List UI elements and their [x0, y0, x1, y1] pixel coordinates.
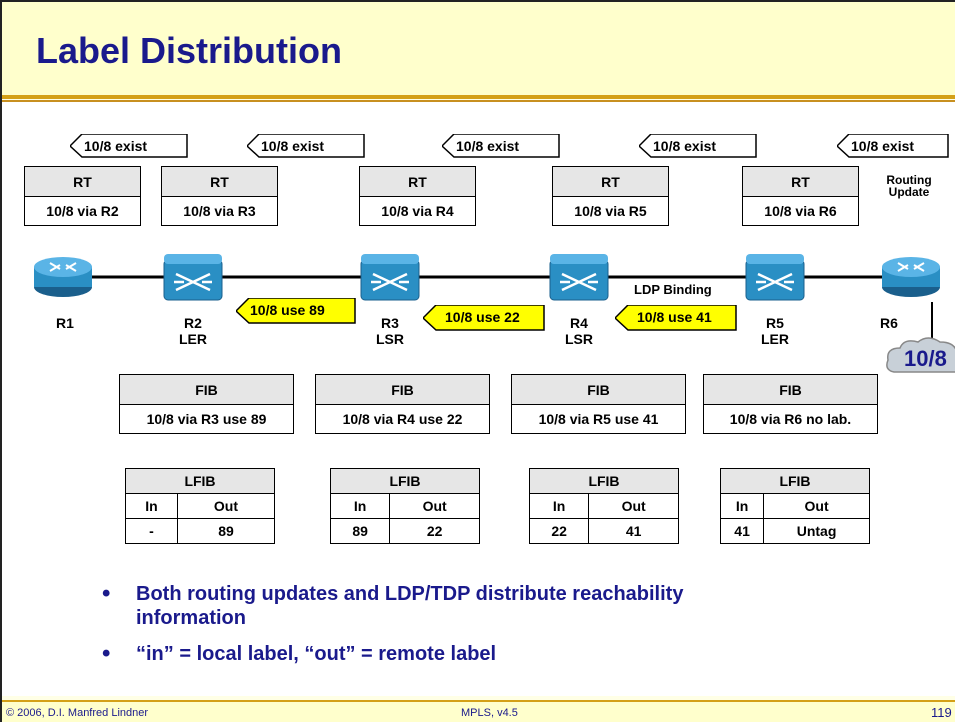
bullet-dot: • [102, 640, 111, 667]
bullet-item: • Both routing updates and LDP/TDP distr… [102, 580, 684, 630]
binding-arrow-89: 10/8 use 89 [236, 298, 356, 324]
bullet-item: • “in” = local label, “out” = remote lab… [102, 640, 497, 667]
footer: © 2006, D.I. Manfred Lindner MPLS, v4.5 … [2, 700, 955, 722]
exist-label: 10/8 exist [851, 138, 915, 154]
diagram-area: 10/8 exist 10/8 exist 10/8 exist 10/8 ex… [2, 102, 955, 696]
binding-arrow-22: 10/8 use 22 [423, 305, 545, 331]
fib-table-r5: FIB 10/8 via R6 no lab. [703, 374, 878, 434]
router-icon-r1 [34, 257, 92, 297]
footer-course: MPLS, v4.5 [461, 707, 518, 719]
router-label-r3: R3 LSR [376, 315, 404, 347]
page-title: Label Distribution [36, 30, 342, 71]
title-divider-thin [2, 100, 955, 102]
exist-arrow-5: 10/8 exist [837, 134, 949, 158]
footer-copyright: © 2006, D.I. Manfred Lindner [6, 707, 149, 719]
router-label-r2: R2 LER [179, 315, 207, 347]
switch-icon-r3 [360, 254, 420, 301]
rt-table-r4: RT 10/8 via R5 [552, 166, 669, 226]
exist-label: 10/8 exist [653, 138, 717, 154]
router-label-r4: R4 LSR [565, 315, 593, 347]
router-label-r6: R6 [880, 315, 898, 331]
exist-label: 10/8 exist [456, 138, 520, 154]
exist-arrow-4: 10/8 exist [639, 134, 757, 158]
bullet-dot: • [102, 580, 111, 607]
bullet-list: • Both routing updates and LDP/TDP distr… [102, 582, 902, 678]
network-label: 10/8 [904, 346, 947, 371]
rt-table-r5: RT 10/8 via R6 [742, 166, 859, 226]
routing-update-note: Routing Update [886, 173, 932, 199]
switch-icon-r5 [745, 254, 805, 301]
exist-arrow-2: 10/8 exist [247, 134, 365, 158]
fib-table-r2: FIB 10/8 via R3 use 89 [119, 374, 294, 434]
exist-label: 10/8 exist [261, 138, 325, 154]
binding-arrow-41: 10/8 use 41 [615, 305, 737, 331]
router-label-r5: R5 LER [761, 315, 789, 347]
page-number: 119 [931, 705, 952, 720]
rt-table-r1: RT 10/8 via R2 [24, 166, 141, 226]
exist-arrow-3: 10/8 exist [442, 134, 560, 158]
switch-icon-r2 [163, 254, 223, 301]
switch-icon-r4 [549, 254, 609, 301]
rt-table-r3: RT 10/8 via R4 [359, 166, 476, 226]
fib-table-r4: FIB 10/8 via R5 use 41 [511, 374, 686, 434]
rt-table-r2: RT 10/8 via R3 [161, 166, 278, 226]
router-icon-r6 [882, 257, 940, 297]
ldp-binding-caption: LDP Binding [634, 282, 712, 297]
title-area: Label Distribution [2, 2, 955, 98]
title-divider [2, 95, 955, 99]
exist-arrow-1: 10/8 exist [70, 134, 188, 158]
cloud-icon [886, 337, 955, 373]
exist-label: 10/8 exist [84, 138, 148, 154]
fib-table-r3: FIB 10/8 via R4 use 22 [315, 374, 490, 434]
router-label-r1: R1 [56, 315, 74, 331]
